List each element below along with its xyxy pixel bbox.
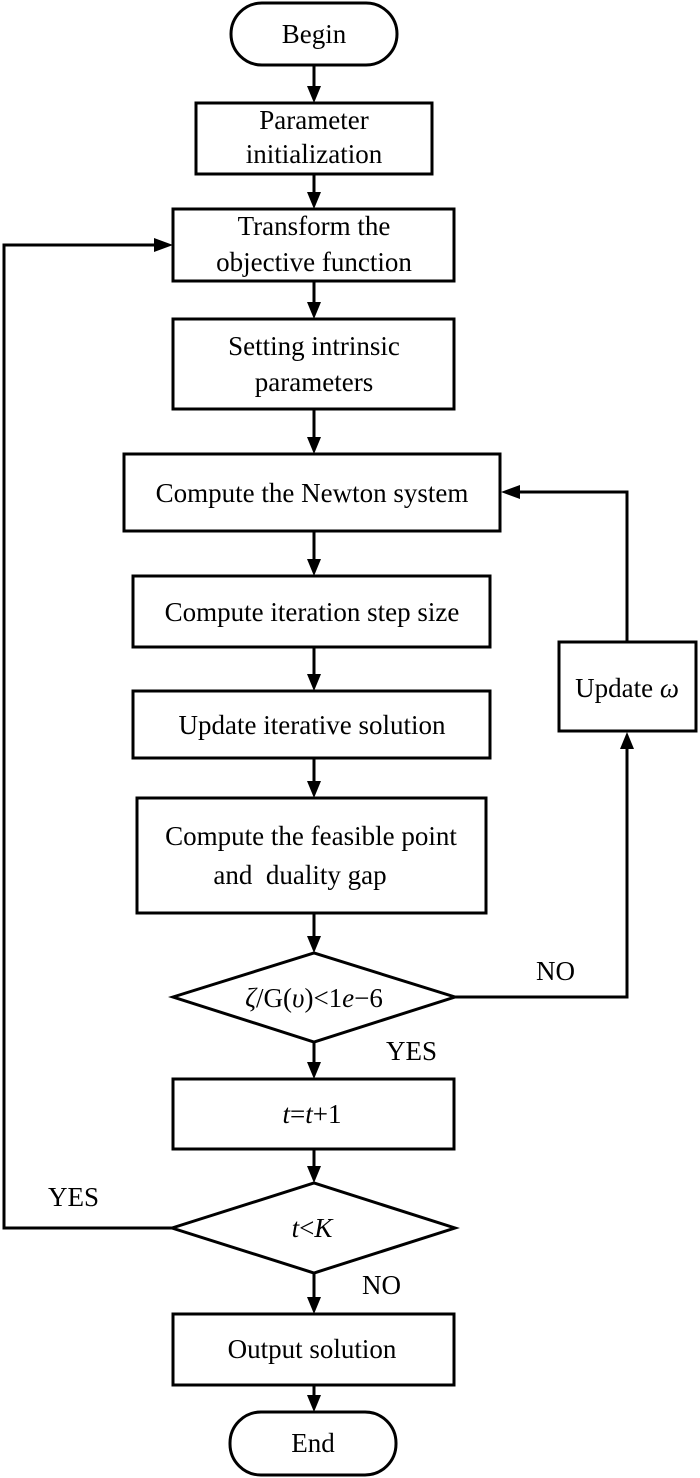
transform-objective-line1: Transform the bbox=[238, 211, 391, 241]
begin-label: Begin bbox=[282, 19, 347, 49]
transform-objective-box: Transform the objective function bbox=[171, 207, 456, 283]
begin-terminal: Begin bbox=[229, 1, 399, 67]
feasible-point-line2: and duality gap bbox=[213, 860, 386, 890]
output-solution-box: Output solution bbox=[171, 1312, 456, 1387]
feasible-point-line1: Compute the feasible point bbox=[165, 821, 457, 851]
intrinsic-parameters-box: Setting intrinsic parameters bbox=[171, 317, 456, 411]
connector-update-to-feasible bbox=[307, 758, 321, 798]
newton-system-label: Compute the Newton system bbox=[156, 478, 469, 508]
connector-loop-yes-to-transform bbox=[2, 238, 173, 1230]
increment-label: t=t+1 bbox=[283, 1099, 342, 1129]
loop-yes-label: YES bbox=[48, 1182, 99, 1212]
intrinsic-parameters-line2: parameters bbox=[255, 367, 373, 397]
gap-check-decision: ζ/G(υ)<1e−6 bbox=[168, 951, 460, 1044]
feasible-point-box: Compute the feasible point and duality g… bbox=[135, 796, 488, 915]
update-omega-text: Update bbox=[575, 673, 660, 703]
newton-system-box: Compute the Newton system bbox=[122, 452, 502, 533]
transform-objective-line2: objective function bbox=[216, 247, 412, 277]
connector-transform-to-intrinsic bbox=[307, 281, 321, 319]
loop-no-label: NO bbox=[362, 1270, 401, 1300]
update-solution-box: Update iterative solution bbox=[131, 689, 492, 760]
connector-newton-to-step bbox=[307, 531, 321, 576]
gap-yes-label: YES bbox=[386, 1036, 437, 1066]
intrinsic-parameters-line1: Setting intrinsic bbox=[228, 331, 400, 361]
increment-box: t=t+1 bbox=[171, 1077, 456, 1151]
connector-begin-to-init bbox=[307, 65, 321, 103]
update-omega-box: Update ω bbox=[557, 640, 698, 733]
gap-no-label: NO bbox=[536, 956, 575, 986]
parameter-initialization-line2: initialization bbox=[246, 139, 383, 169]
step-size-label: Compute iteration step size bbox=[165, 597, 460, 627]
connector-gap-to-increment bbox=[307, 1042, 321, 1079]
loop-check-condition: t<K bbox=[292, 1213, 335, 1243]
end-terminal: End bbox=[228, 1410, 398, 1477]
parameter-initialization-line1: Parameter bbox=[259, 105, 368, 135]
zeta-symbol: ζ bbox=[245, 983, 258, 1013]
connector-loop-to-output bbox=[307, 1273, 321, 1314]
omega-symbol: ω bbox=[660, 673, 679, 703]
step-size-box: Compute iteration step size bbox=[131, 574, 492, 649]
parameter-initialization-box: Parameter initialization bbox=[194, 101, 434, 176]
update-omega-label: Update ω bbox=[575, 673, 679, 703]
output-solution-label: Output solution bbox=[228, 1334, 397, 1364]
loop-check-decision: t<K bbox=[167, 1181, 460, 1275]
gap-check-condition: ζ/G(υ)<1e−6 bbox=[245, 983, 383, 1013]
connector-feasible-to-gap bbox=[307, 913, 321, 953]
connector-step-to-update bbox=[307, 647, 321, 691]
connector-intrinsic-to-newton bbox=[307, 409, 321, 454]
connector-init-to-transform bbox=[307, 174, 321, 209]
connector-gap-no-to-update-omega bbox=[455, 732, 634, 999]
connector-increment-to-loop bbox=[307, 1149, 321, 1183]
upsilon-symbol: υ bbox=[292, 983, 304, 1013]
connector-update-omega-to-newton bbox=[501, 485, 629, 642]
connector-output-to-end bbox=[307, 1385, 321, 1412]
end-label: End bbox=[291, 1428, 335, 1458]
update-solution-label: Update iterative solution bbox=[179, 710, 446, 740]
